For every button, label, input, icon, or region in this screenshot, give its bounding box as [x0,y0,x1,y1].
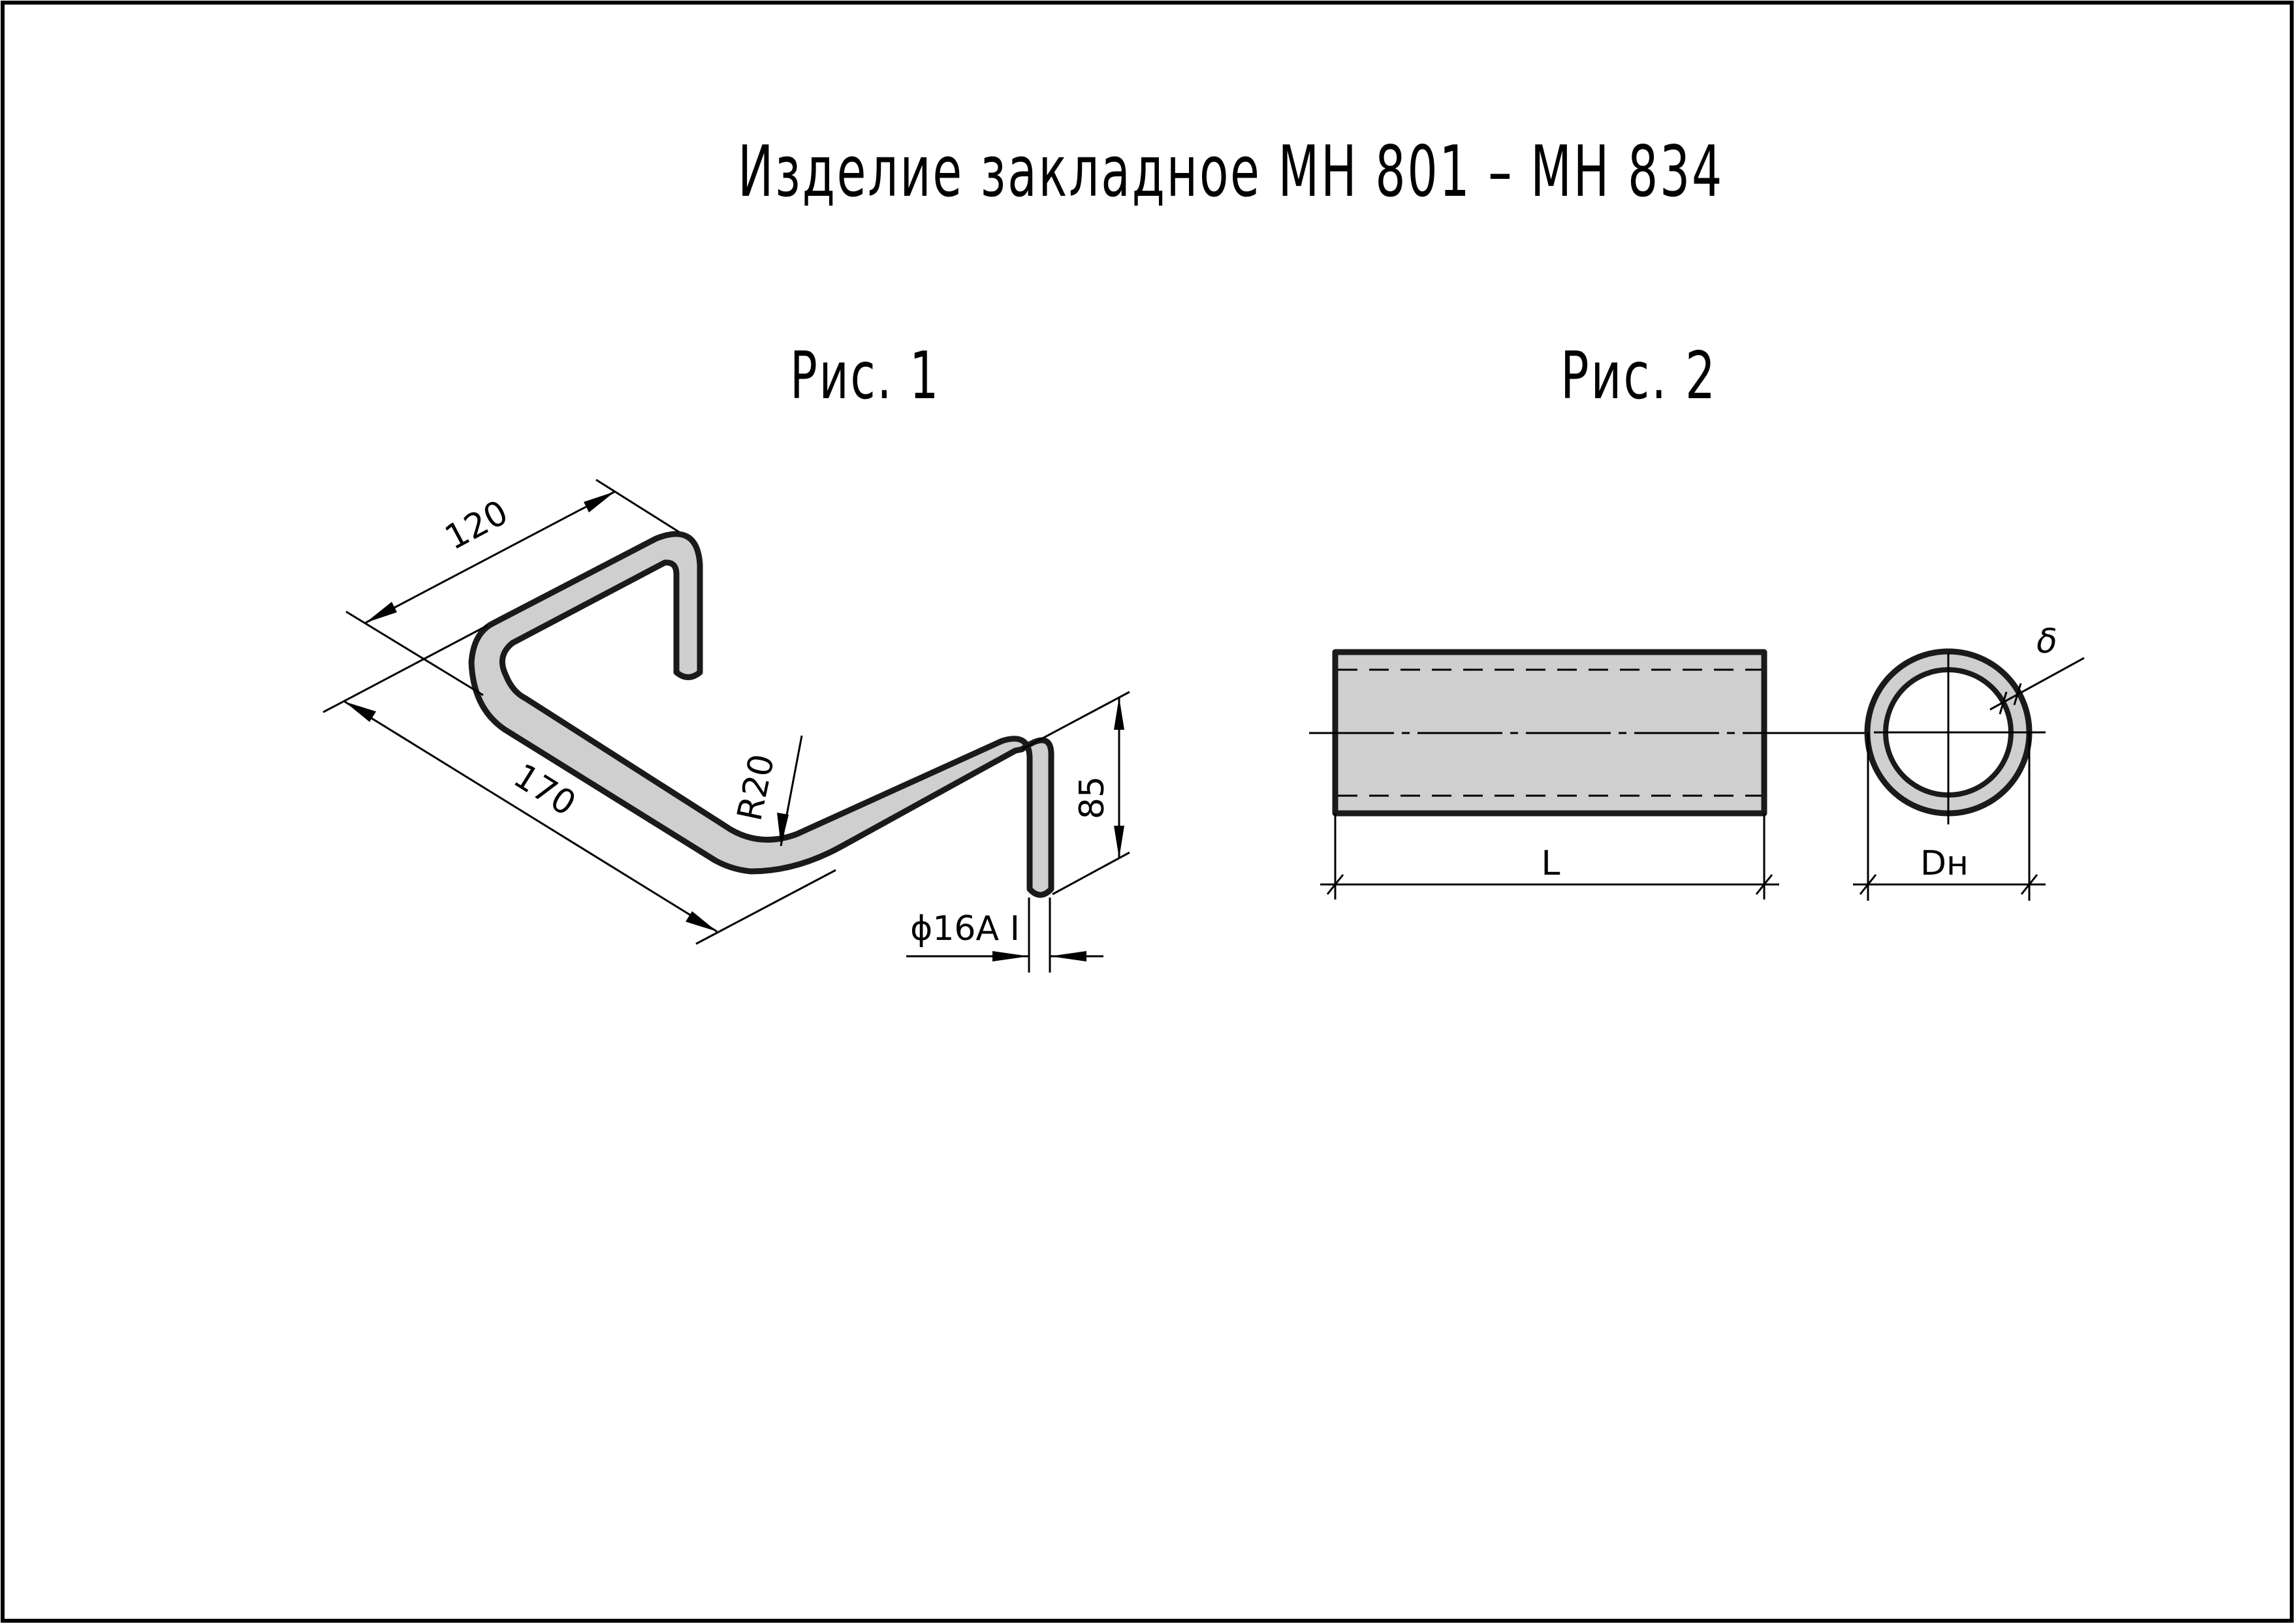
ext-line-170-bottom [695,869,836,945]
ext-line-120-right [595,478,680,533]
arrow-icon [345,702,376,722]
figure-1-bent-rod: 120 170 R20 85 ϕ16A I [323,478,1130,973]
arrow-icon [366,602,397,623]
dim-line-170 [344,700,718,933]
figure-2-label: Рис. 2 [1560,337,1717,414]
figure-1-label: Рис. 1 [790,337,940,414]
dim-label-dn: Dн [1920,844,1969,883]
dim-label-85: 85 [1073,776,1112,819]
bent-rod-shape [468,531,1054,898]
ext-line-85-bottom [1052,851,1130,896]
tick-icon [1999,691,2008,715]
tick-icon [1755,874,1773,895]
arrow-icon [1114,826,1124,858]
dim-label-120: 120 [439,493,514,558]
tick-icon [1859,874,1877,895]
ext-line-85-top [1021,691,1130,751]
tick-icon [2013,683,2022,706]
sheet-title: Изделие закладное МН 801 – МН 834 [738,131,1724,213]
ext-line-120-left [345,610,484,696]
dim-line-120 [365,490,616,624]
arrow-icon [777,813,789,846]
arrow-icon [584,492,615,512]
arrow-icon [992,951,1029,961]
leader-delta [1989,657,2085,711]
figure-2-pipe: L Dн δ [1309,622,2085,901]
dim-label-d16: ϕ16A I [910,909,1020,948]
tick-icon [1326,874,1344,895]
tick-icon [2020,874,2038,895]
arrow-icon [686,911,717,931]
dim-label-delta: δ [2036,622,2057,661]
arrow-icon [1114,697,1124,730]
ext-line-170-top [323,624,488,713]
dim-label-l: L [1542,844,1560,883]
dim-label-r20: R20 [730,751,782,824]
arrow-icon [1050,951,1086,961]
